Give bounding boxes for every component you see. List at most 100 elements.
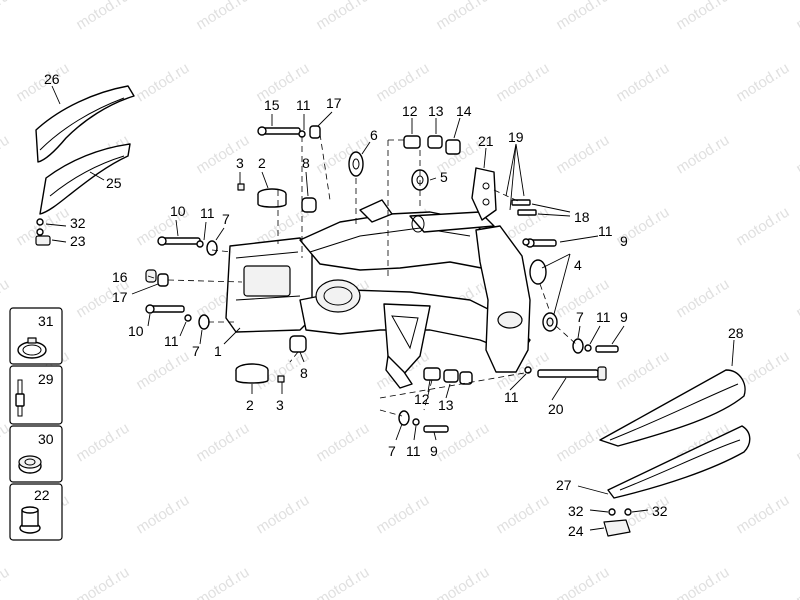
watermark-text: motod.ru bbox=[733, 492, 792, 538]
watermark-text: motod.ru bbox=[613, 348, 672, 394]
label-9-top: 9 bbox=[620, 233, 628, 249]
side-panel-lower-right bbox=[607, 425, 751, 499]
label-20: 20 bbox=[548, 401, 564, 417]
watermark-text: motod.ru bbox=[613, 60, 672, 106]
label-24: 24 bbox=[568, 523, 584, 539]
label-17-lower: 17 bbox=[112, 289, 128, 305]
label-23: 23 bbox=[70, 233, 86, 249]
label-25: 25 bbox=[106, 175, 122, 191]
label-7-right: 7 bbox=[576, 309, 584, 325]
label-31: 31 bbox=[38, 313, 54, 329]
bolt-20 bbox=[537, 366, 607, 381]
watermark-text: motod.ru bbox=[0, 0, 12, 33]
label-29: 29 bbox=[38, 371, 54, 387]
spacer-7-a bbox=[206, 240, 218, 256]
watermark-text: motod.ru bbox=[553, 0, 612, 33]
label-12-upper: 12 bbox=[402, 103, 418, 119]
label-32-right-b: 32 bbox=[652, 503, 668, 519]
label-2-lower: 2 bbox=[246, 397, 254, 413]
label-7-upper: 7 bbox=[222, 211, 230, 227]
label-18: 18 bbox=[574, 209, 590, 225]
watermark-text: motod.ru bbox=[433, 564, 492, 600]
watermark-text: motod.ru bbox=[253, 492, 312, 538]
washer-32-right bbox=[608, 508, 632, 516]
nut-icon bbox=[18, 455, 42, 474]
label-11-top: 11 bbox=[296, 97, 311, 113]
rivet-nut-icon bbox=[19, 506, 41, 534]
watermark-text: motod.ru bbox=[13, 60, 72, 106]
label-2-upper: 2 bbox=[258, 155, 266, 171]
label-7-left: 7 bbox=[192, 343, 200, 359]
watermark-text: motod.ru bbox=[193, 0, 252, 33]
bolt-9-bottom bbox=[423, 425, 449, 433]
screw-3-upper bbox=[237, 183, 245, 191]
label-14: 14 bbox=[456, 103, 472, 119]
label-7-bottom: 7 bbox=[388, 443, 396, 459]
watermark-text: motod.ru bbox=[553, 420, 612, 466]
part-box-31 bbox=[9, 307, 63, 365]
label-28: 28 bbox=[728, 325, 744, 341]
bearing-cup-upper bbox=[257, 188, 287, 208]
watermark-text: motod.ru bbox=[0, 564, 12, 600]
label-11-left-lower: 11 bbox=[164, 333, 179, 349]
label-1: 1 bbox=[214, 343, 222, 359]
label-13-lower: 13 bbox=[438, 397, 454, 413]
watermark-text: motod.ru bbox=[493, 60, 552, 106]
label-11-center: 11 bbox=[504, 389, 519, 405]
cup-4-upper bbox=[529, 259, 547, 285]
nut-17-upper bbox=[309, 125, 321, 139]
bolt-9-top bbox=[525, 238, 557, 248]
label-9-right: 9 bbox=[620, 309, 628, 325]
cup-4-lower bbox=[542, 312, 558, 332]
side-panel-lower-left bbox=[39, 143, 131, 215]
watermark-text: motod.ru bbox=[793, 420, 800, 466]
clip-24-right bbox=[603, 519, 631, 537]
watermark-text: motod.ru bbox=[73, 0, 132, 33]
bolt-9-right bbox=[595, 345, 619, 353]
watermark-text: motod.ru bbox=[793, 276, 800, 322]
watermark-text: motod.ru bbox=[193, 564, 252, 600]
spacer-7-c bbox=[572, 338, 584, 354]
label-4: 4 bbox=[574, 257, 582, 273]
label-21: 21 bbox=[478, 133, 494, 149]
bush-14 bbox=[445, 139, 461, 155]
label-10-lower: 10 bbox=[128, 323, 144, 339]
watermark-text: motod.ru bbox=[373, 60, 432, 106]
label-30: 30 bbox=[38, 431, 54, 447]
label-8-lower: 8 bbox=[300, 365, 308, 381]
label-22: 22 bbox=[34, 487, 50, 503]
watermark-text: motod.ru bbox=[553, 564, 612, 600]
watermark-text: motod.ru bbox=[793, 0, 800, 33]
label-10-upper: 10 bbox=[170, 203, 186, 219]
nut-17-lower bbox=[157, 273, 169, 287]
label-11-bottom: 11 bbox=[406, 443, 421, 459]
bolt-15 bbox=[257, 126, 301, 136]
nut-16 bbox=[145, 269, 157, 283]
label-32-left: 32 bbox=[70, 215, 86, 231]
watermark-text: motod.ru bbox=[373, 492, 432, 538]
watermark-text: motod.ru bbox=[133, 348, 192, 394]
watermark-text: motod.ru bbox=[673, 0, 732, 33]
watermark-text: motod.ru bbox=[313, 132, 372, 178]
watermark-text: motod.ru bbox=[553, 132, 612, 178]
part-box-30 bbox=[9, 425, 63, 483]
watermark-text: motod.ru bbox=[0, 132, 12, 178]
part-box-29 bbox=[9, 365, 63, 425]
label-11-left-upper: 11 bbox=[200, 205, 215, 221]
watermark-text: motod.ru bbox=[733, 60, 792, 106]
bushing-8-lower bbox=[289, 335, 307, 353]
bushing-8-upper bbox=[301, 197, 317, 213]
watermark-text: motod.ru bbox=[133, 60, 192, 106]
watermark-text: motod.ru bbox=[793, 564, 800, 600]
watermark-text: motod.ru bbox=[673, 132, 732, 178]
spacer-7-d bbox=[398, 410, 410, 426]
watermark-text: motod.ru bbox=[733, 204, 792, 250]
label-3-upper: 3 bbox=[236, 155, 244, 171]
watermark-text: motod.ru bbox=[493, 492, 552, 538]
clip-23-left bbox=[35, 235, 51, 246]
watermark-text: motod.ru bbox=[313, 0, 372, 33]
bearing-cup-lower bbox=[235, 363, 269, 384]
watermark-text: motod.ru bbox=[133, 492, 192, 538]
watermark-text: motod.ru bbox=[193, 420, 252, 466]
